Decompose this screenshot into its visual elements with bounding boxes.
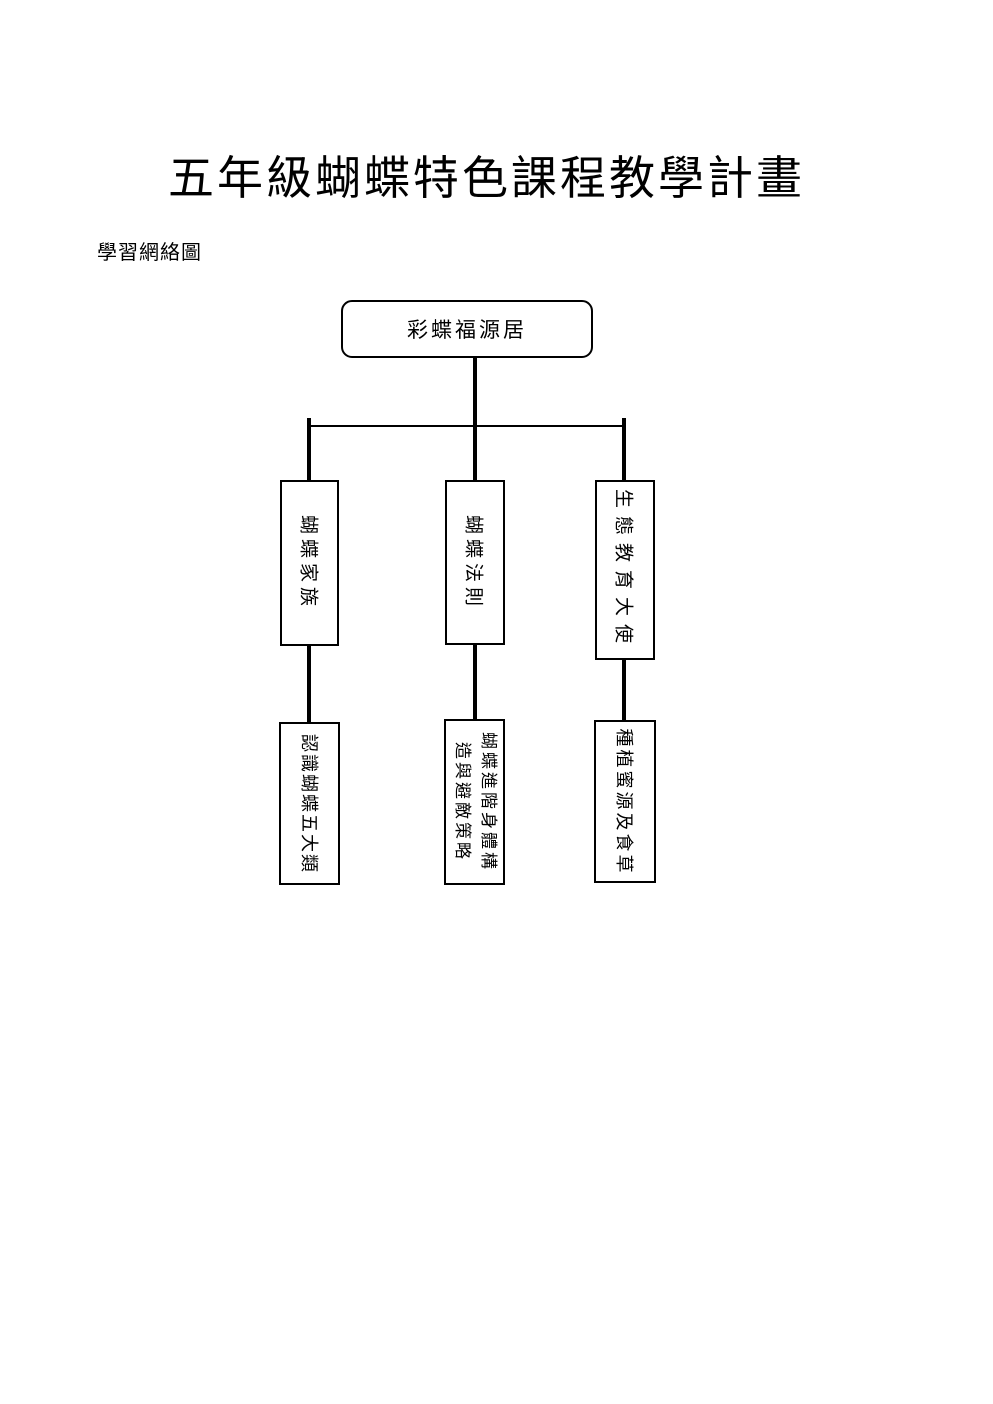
connector-drop-left [307,418,311,480]
node-butterfly-family-label: 蝴蝶家族 [297,514,319,612]
leaf-plant-nectar-host-plants: 種植蜜源及食草 [594,720,656,883]
node-eco-education-ambassador: 生態教育大使 [595,480,655,660]
leaf-body-structure-line-1: 蝴蝶進階身體構 [477,732,498,872]
node-butterfly-rules-label: 蝴蝶法則 [462,514,485,611]
node-butterfly-rules: 蝴蝶法則 [445,480,505,645]
diagram-caption: 學習網絡圖 [97,240,202,264]
node-butterfly-family: 蝴蝶家族 [280,480,339,646]
leaf-know-five-butterfly-types-label: 認識蝴蝶五大類 [297,733,319,874]
leaf-butterfly-body-structure-strategy: 蝴蝶進階身體構 造與避敵策略 [444,719,505,885]
connector-crossbar [307,425,626,427]
node-eco-education-ambassador-label: 生態教育大使 [612,488,635,652]
document-title: 五年級蝴蝶特色課程教學計畫 [168,151,805,205]
connector-root-stem [473,358,477,480]
leaf-know-five-butterfly-types: 認識蝴蝶五大類 [279,722,340,885]
connector-rules-to-leaf [473,645,477,719]
connector-drop-right [622,418,626,480]
leaf-body-structure-line-2: 造與避敵策略 [451,742,472,862]
node-root-label: 彩蝶福源居 [407,318,527,342]
leaf-butterfly-body-structure-strategy-label: 蝴蝶進階身體構 造與避敵策略 [449,732,501,872]
leaf-plant-nectar-host-plants-label: 種植蜜源及食草 [613,728,634,875]
connector-family-to-leaf [307,646,311,722]
node-root: 彩蝶福源居 [341,300,593,358]
connector-ambassador-to-leaf [622,660,626,720]
